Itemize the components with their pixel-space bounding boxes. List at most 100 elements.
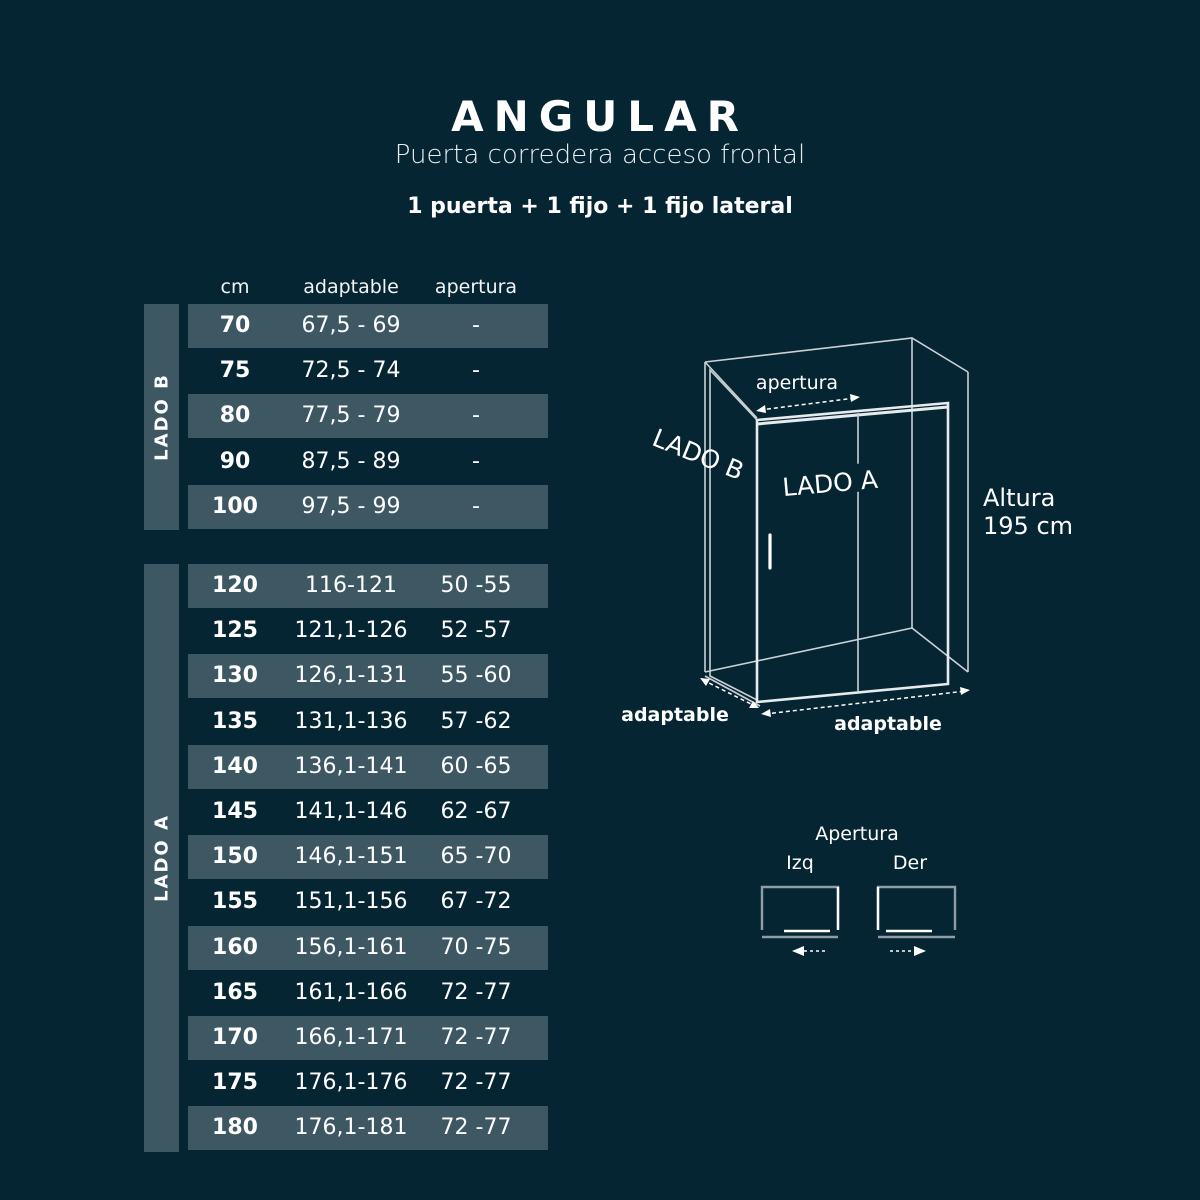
table-row: 130 126,1-131 55 -60	[188, 654, 548, 699]
adaptable-cell: 156,1-161	[294, 934, 408, 960]
size-cm-cell: 100	[212, 493, 258, 519]
adaptable-cell: 151,1-156	[294, 889, 408, 915]
apertura-cell: 72 -77	[440, 1070, 512, 1096]
back-wall-edge	[704, 337, 969, 373]
apertura-cell: 72 -77	[440, 979, 512, 1005]
apertura-cell: -	[472, 403, 480, 429]
size-cm-cell: 90	[219, 448, 251, 474]
apertura-arrowhead-left	[756, 405, 766, 413]
adaptable-cell: 136,1-141	[294, 753, 408, 779]
adaptable-cell: 131,1-136	[294, 708, 408, 734]
adaptable-left-label: adaptable	[621, 704, 729, 726]
side-panel-lado-b	[709, 367, 758, 702]
adaptable-bottom-arrowhead-b	[960, 687, 970, 695]
altura-value: 195 cm	[983, 512, 1073, 540]
size-cm-cell: 125	[212, 618, 258, 644]
side-label-lado-a: LADO A	[144, 564, 179, 1152]
adaptable-cell: 141,1-146	[294, 799, 408, 824]
table-row: 140 136,1-141 60 -65	[188, 744, 548, 789]
adaptable-bottom-arrow	[764, 690, 967, 715]
size-cm-cell: 70	[219, 313, 251, 338]
apertura-cell: -	[472, 493, 480, 519]
table-row: 180 176,1-181 72 -77	[188, 1106, 548, 1151]
adaptable-cell: 176,1-181	[294, 1115, 408, 1141]
adaptable-cell: 146,1-151	[294, 844, 408, 870]
table-row: 90 87,5 - 89 -	[188, 440, 548, 484]
table-row: 80 77,5 - 79 -	[188, 394, 548, 439]
side-panel-top	[704, 361, 758, 419]
opening-left-icon	[760, 885, 840, 956]
lado-a-label-bg	[772, 460, 884, 504]
size-cm-cell: 160	[212, 934, 258, 960]
adaptable-left-arrow	[702, 679, 756, 707]
size-cm-cell: 165	[212, 979, 258, 1005]
adaptable-cell: 67,5 - 69	[301, 313, 401, 338]
adaptable-bottom-label: adaptable	[834, 713, 942, 735]
size-cm-cell: 170	[212, 1025, 258, 1050]
adaptable-left-arrowhead-b	[749, 701, 759, 708]
adaptable-cell: 97,5 - 99	[301, 493, 401, 519]
size-cm-cell: 180	[212, 1115, 258, 1141]
apertura-cell: -	[472, 313, 480, 338]
apertura-label: apertura	[756, 372, 838, 394]
adaptable-cell: 77,5 - 79	[301, 403, 401, 429]
table-row: 100 97,5 - 99 -	[188, 484, 548, 529]
size-cm-cell: 155	[212, 889, 258, 915]
front-panel-top-rail	[756, 405, 949, 426]
apertura-cell: 65 -70	[440, 844, 512, 870]
apertura-cell: 72 -77	[440, 1025, 512, 1050]
column-header-apertura: apertura	[434, 276, 518, 298]
column-header-cm: cm	[220, 276, 250, 298]
table-row: 70 67,5 - 69 -	[188, 304, 548, 348]
apertura-cell: 55 -60	[440, 663, 512, 689]
opening-left-label: Izq	[786, 852, 814, 874]
size-cm-cell: 175	[212, 1070, 258, 1096]
size-cm-cell: 80	[219, 403, 251, 429]
apertura-cell: 60 -65	[440, 753, 512, 779]
apertura-cell: 72 -77	[440, 1115, 512, 1141]
side-label-text: LADO A	[151, 813, 172, 902]
size-cm-cell: 130	[212, 663, 258, 689]
apertura-cell: 50 -55	[440, 573, 512, 598]
adaptable-cell: 126,1-131	[294, 663, 408, 689]
altura-label: Altura	[983, 484, 1055, 512]
page-title: ANGULAR	[451, 92, 749, 141]
adaptable-cell: 166,1-171	[294, 1025, 408, 1050]
size-cm-cell: 140	[212, 753, 258, 779]
front-panel-lado-a	[755, 401, 950, 704]
size-cm-cell: 135	[212, 708, 258, 734]
lado-a-label: LADO A	[781, 465, 879, 502]
apertura-arrow	[759, 397, 856, 411]
apertura-cell: 62 -67	[440, 799, 512, 824]
adaptable-cell: 116-121	[305, 573, 397, 598]
apertura-cell: -	[472, 448, 480, 474]
configuration-label: 1 puerta + 1 fijo + 1 fijo lateral	[407, 194, 793, 219]
table-row: 170 166,1-171 72 -77	[188, 1016, 548, 1060]
adaptable-left-arrowhead-a	[700, 678, 710, 686]
adaptable-cell: 72,5 - 74	[301, 358, 401, 384]
column-header-adaptable: adaptable	[303, 276, 399, 298]
apertura-cell: -	[472, 358, 480, 384]
lado-b-label: LADO B	[648, 423, 748, 486]
adaptable-cell: 121,1-126	[294, 618, 408, 644]
side-label-text: LADO B	[151, 373, 172, 461]
floor-back-edge	[704, 627, 913, 673]
adaptable-cell: 87,5 - 89	[301, 448, 401, 474]
opening-right-icon	[876, 885, 957, 956]
table-row: 75 72,5 - 74 -	[188, 349, 548, 393]
opening-title: Apertura	[815, 823, 899, 845]
size-cm-cell: 150	[212, 844, 258, 870]
opening-right-label: Der	[893, 852, 927, 874]
apertura-arrowhead-right	[850, 394, 860, 402]
size-cm-cell: 75	[219, 358, 251, 384]
page-subtitle: Puerta corredera acceso frontal	[394, 140, 806, 170]
